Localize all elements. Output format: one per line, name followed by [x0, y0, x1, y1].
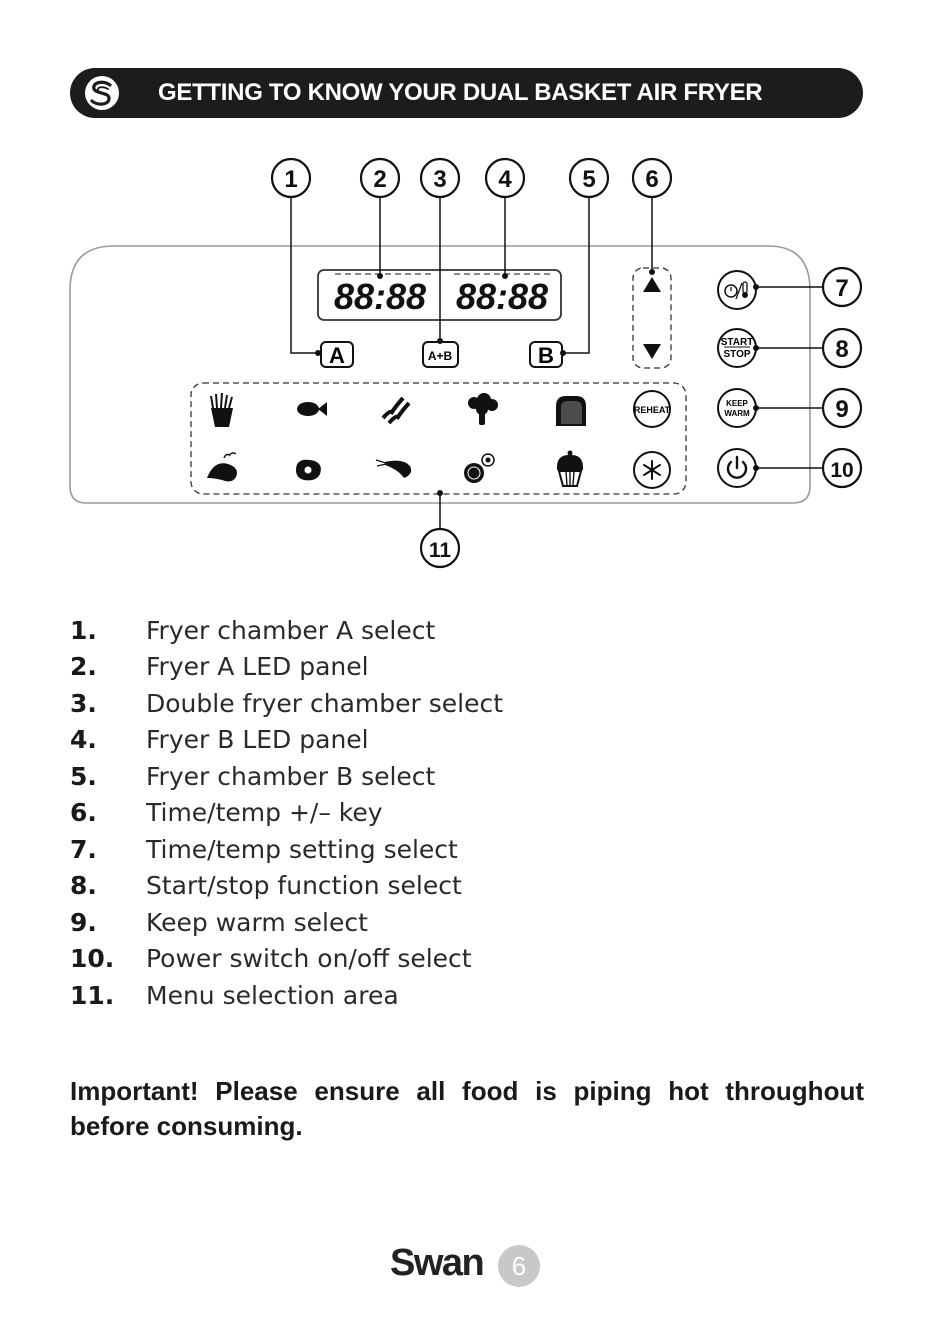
list-item: 9. Keep warm select	[70, 904, 870, 941]
list-item-text: Menu selection area	[146, 980, 399, 1010]
reheat-label: REHEAT	[634, 405, 671, 415]
list-item-number: 2.	[70, 652, 97, 682]
section-header: GETTING TO KNOW YOUR DUAL BASKET AIR FRY…	[70, 68, 863, 118]
fries-icon[interactable]	[210, 392, 233, 427]
power-icon	[726, 460, 748, 479]
callout-5: 5	[582, 166, 595, 193]
list-item-number: 8.	[70, 871, 97, 901]
defrost-button[interactable]	[633, 451, 671, 489]
list-item: 5. Fryer chamber B select	[70, 758, 870, 795]
list-item-text: Start/stop function select	[146, 871, 462, 901]
stop-label: STOP	[723, 349, 750, 360]
feature-list: 1. Fryer chamber A select 2. Fryer A LED p…	[70, 612, 870, 1014]
up-arrow-icon[interactable]	[643, 277, 661, 292]
list-item-number: 5.	[70, 761, 97, 791]
list-item-number: 7.	[70, 834, 97, 864]
list-item-text: Double fryer chamber select	[146, 688, 504, 718]
list-item-text: Fryer B LED panel	[146, 725, 369, 755]
control-panel-diagram: 88:88 88:88 A A+B B START STOP KEEP WARM	[69, 157, 863, 569]
callout-9: 9	[835, 396, 848, 423]
list-item: 2. Fryer A LED panel	[70, 649, 870, 686]
callout-7: 7	[835, 275, 848, 302]
list-item-text: Fryer chamber A select	[146, 615, 436, 645]
list-item-number: 11.	[70, 980, 115, 1010]
fryer-a-led-readout: 88:88	[334, 276, 426, 317]
callout-3: 3	[433, 166, 446, 193]
important-notice: Important! Please ensure all food is pip…	[70, 1076, 864, 1141]
list-item-number: 3.	[70, 688, 97, 718]
cupcake-icon[interactable]	[556, 450, 584, 487]
fryer-b-led-readout: 88:88	[456, 276, 548, 317]
callout-4: 4	[498, 166, 512, 193]
bacon-icon[interactable]	[381, 396, 411, 425]
callout-1: 1	[284, 166, 297, 193]
fryer-ab-button[interactable]: A+B	[422, 341, 459, 368]
page-footer: Swan 6	[390, 1240, 550, 1290]
list-item-text: Fryer chamber B select	[146, 761, 436, 791]
list-item: 8. Start/stop function select	[70, 868, 870, 905]
list-item-text: Fryer A LED panel	[146, 652, 369, 682]
snowflake-icon	[643, 460, 661, 480]
list-item-number: 10.	[70, 944, 115, 974]
list-item-text: Time/temp setting select	[146, 834, 458, 864]
list-item: 10. Power switch on/off select	[70, 941, 870, 978]
list-item-number: 6.	[70, 798, 97, 828]
list-item-number: 1.	[70, 615, 97, 645]
down-arrow-icon[interactable]	[643, 344, 661, 359]
shrimp-icon[interactable]	[375, 459, 412, 478]
keep-warm-button[interactable]: KEEP WARM	[717, 388, 757, 428]
control-panel-outline	[69, 245, 811, 504]
list-item-text: Time/temp +/– key	[146, 798, 383, 828]
fryer-a-button-label: A	[329, 343, 345, 368]
fish-icon[interactable]	[297, 402, 327, 416]
broccoli-icon[interactable]	[468, 393, 498, 425]
steak-icon[interactable]	[296, 459, 321, 481]
bread-icon[interactable]	[556, 396, 586, 426]
swan-brand-logo: Swan	[390, 1242, 485, 1284]
list-item-number: 4.	[70, 725, 97, 755]
list-item-text: Keep warm select	[146, 907, 368, 937]
keep-label: KEEP	[726, 399, 748, 408]
page-number: 6	[498, 1245, 540, 1287]
fryer-b-button-label: B	[538, 343, 554, 368]
list-item: 6. Time/temp +/– key	[70, 795, 870, 832]
power-button[interactable]	[717, 448, 757, 488]
page-title: GETTING TO KNOW YOUR DUAL BASKET AIR FRY…	[158, 79, 763, 106]
callout-2: 2	[373, 166, 386, 193]
list-item: 11. Menu selection area	[70, 977, 870, 1014]
list-item-text: Power switch on/off select	[146, 944, 472, 974]
time-temp-setting-button[interactable]	[717, 270, 757, 310]
callout-8: 8	[835, 336, 848, 363]
callout-11: 11	[429, 539, 452, 562]
swan-s-icon	[85, 76, 119, 110]
fryer-a-button[interactable]: A	[320, 341, 354, 368]
start-stop-button[interactable]: START STOP	[717, 328, 757, 368]
start-label: START	[721, 337, 754, 348]
time-temp-key-area	[632, 267, 672, 369]
reheat-button[interactable]: REHEAT	[633, 390, 671, 428]
chicken-leg-icon[interactable]	[207, 452, 237, 482]
fryer-b-button[interactable]: B	[529, 341, 563, 368]
warm-label: WARM	[724, 409, 750, 418]
list-item: 3. Double fryer chamber select	[70, 685, 870, 722]
list-item: 1. Fryer chamber A select	[70, 612, 870, 649]
list-item-number: 9.	[70, 907, 97, 937]
dehydrate-fruit-icon[interactable]	[464, 453, 495, 483]
fryer-ab-button-label: A+B	[428, 349, 453, 363]
callout-6: 6	[645, 166, 658, 193]
callout-10: 10	[830, 459, 853, 482]
list-item: 4. Fryer B LED panel	[70, 722, 870, 759]
list-item: 7. Time/temp setting select	[70, 831, 870, 868]
